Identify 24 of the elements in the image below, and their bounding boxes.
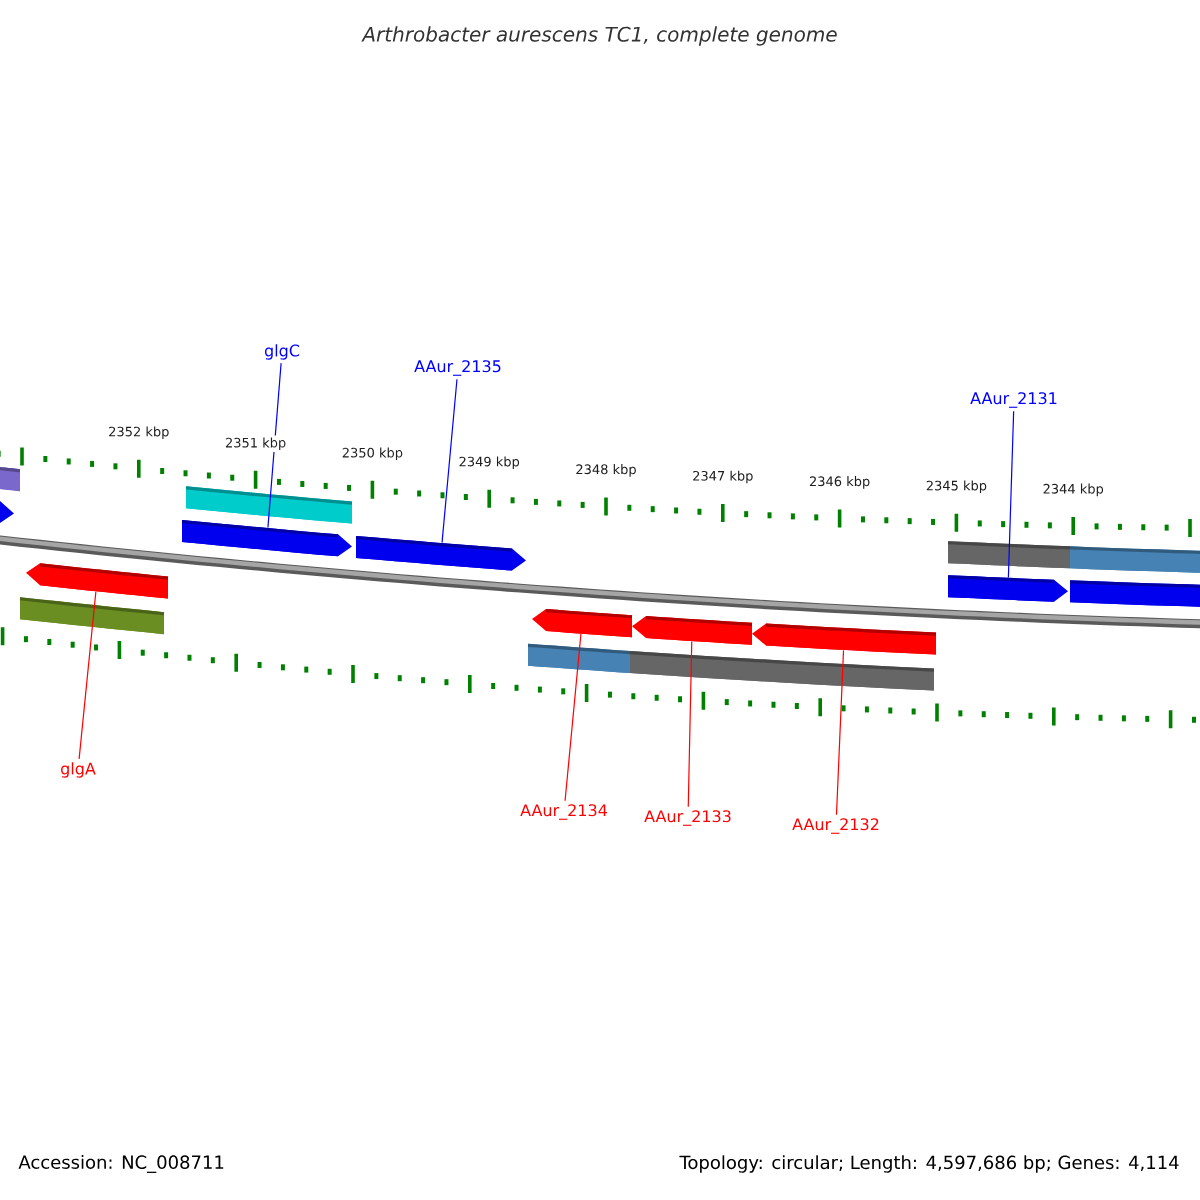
gene-feature xyxy=(947,575,1068,602)
gene-label: glgA xyxy=(61,762,96,778)
footer-text: Topology: circular; Length: 4,597,686 bp; Genes: 4,114 xyxy=(679,1155,1179,1173)
leader-line xyxy=(78,591,97,760)
gene-label: AAur_2132 xyxy=(792,818,879,834)
gene-label: AAur_2135 xyxy=(414,360,501,376)
leader-line xyxy=(441,378,458,544)
gene-label: AAur_2131 xyxy=(970,392,1057,408)
leader-line xyxy=(835,649,845,816)
footer-text: Accession: NC_008711 xyxy=(18,1155,224,1173)
gene-label: glgC xyxy=(264,344,300,360)
gene-feature xyxy=(632,616,753,645)
gene-feature xyxy=(752,623,937,655)
leader-line xyxy=(687,640,693,808)
leader-line xyxy=(564,633,582,802)
gene-label: AAur_2134 xyxy=(520,804,607,820)
leader-line xyxy=(267,362,282,529)
gene-feature xyxy=(26,563,169,599)
gene-feature xyxy=(532,609,633,638)
gene-feature xyxy=(355,535,526,571)
leader-line xyxy=(1007,410,1015,579)
title: Arthrobacter aurescens TC1, complete genome xyxy=(361,26,837,46)
gene-feature xyxy=(181,519,352,557)
gene-label: AAur_2133 xyxy=(644,810,731,826)
